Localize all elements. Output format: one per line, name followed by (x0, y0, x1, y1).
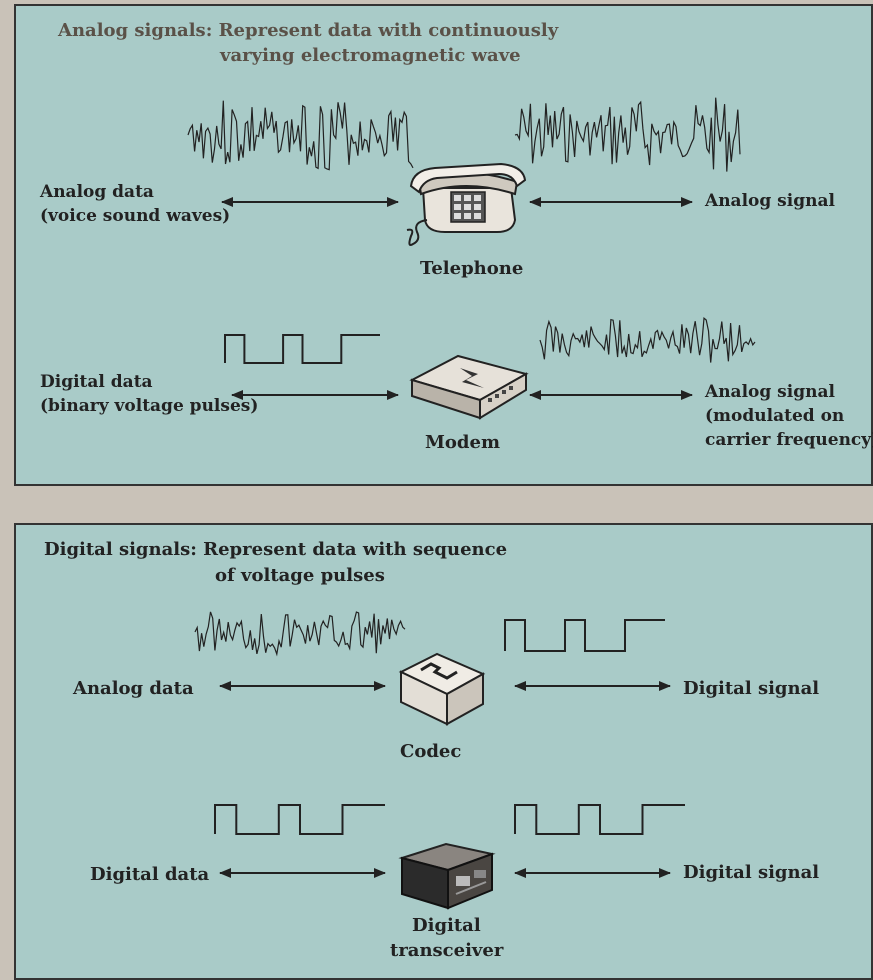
transceiver-label-line2: transceiver (390, 940, 504, 961)
analog-title-line1: Analog signals: Represent data with cont… (58, 20, 559, 41)
pulse-train-modem-input (224, 334, 380, 364)
transceiver-right-label: Digital signal (683, 862, 820, 883)
codec-left-label: Analog data (73, 678, 194, 699)
digital-title-line2: of voltage pulses (215, 565, 385, 586)
pulse-train-codec-output (504, 619, 665, 652)
codec-label: Codec (400, 741, 462, 762)
modem-right-label-line3: carrier frequency) (705, 430, 873, 450)
pulse-train-transceiver-output (514, 804, 685, 835)
codec-icon (398, 652, 486, 726)
waveform-modem-output (539, 317, 756, 363)
telephone-right-label: Analog signal (705, 191, 835, 211)
waveform-voice-input (187, 100, 414, 171)
pulse-train-transceiver-input (214, 804, 385, 835)
modem-left-label-line1: Digital data (40, 372, 153, 392)
digital-title-line1: Digital signals: Represent data with seq… (44, 539, 508, 560)
telephone-label: Telephone (420, 258, 524, 279)
modem-right-label-line1: Analog signal (705, 382, 835, 402)
waveform-codec-input (194, 611, 406, 657)
analog-title-line2: varying electromagnetic wave (220, 45, 521, 66)
modem-label: Modem (425, 432, 501, 453)
transceiver-icon (398, 842, 496, 910)
modem-right-label-line2: (modulated on (705, 406, 845, 426)
codec-right-label: Digital signal (683, 678, 820, 699)
waveform-telephone-output (514, 97, 741, 172)
telephone-left-label-line2: (voice sound waves) (40, 206, 231, 226)
telephone-icon (406, 162, 527, 246)
transceiver-left-label: Digital data (90, 864, 210, 885)
modem-left-label-line2: (binary voltage pulses) (40, 396, 259, 416)
telephone-left-label-line1: Analog data (40, 182, 154, 202)
modem-icon (409, 354, 529, 420)
transceiver-label-line1: Digital (412, 915, 481, 936)
